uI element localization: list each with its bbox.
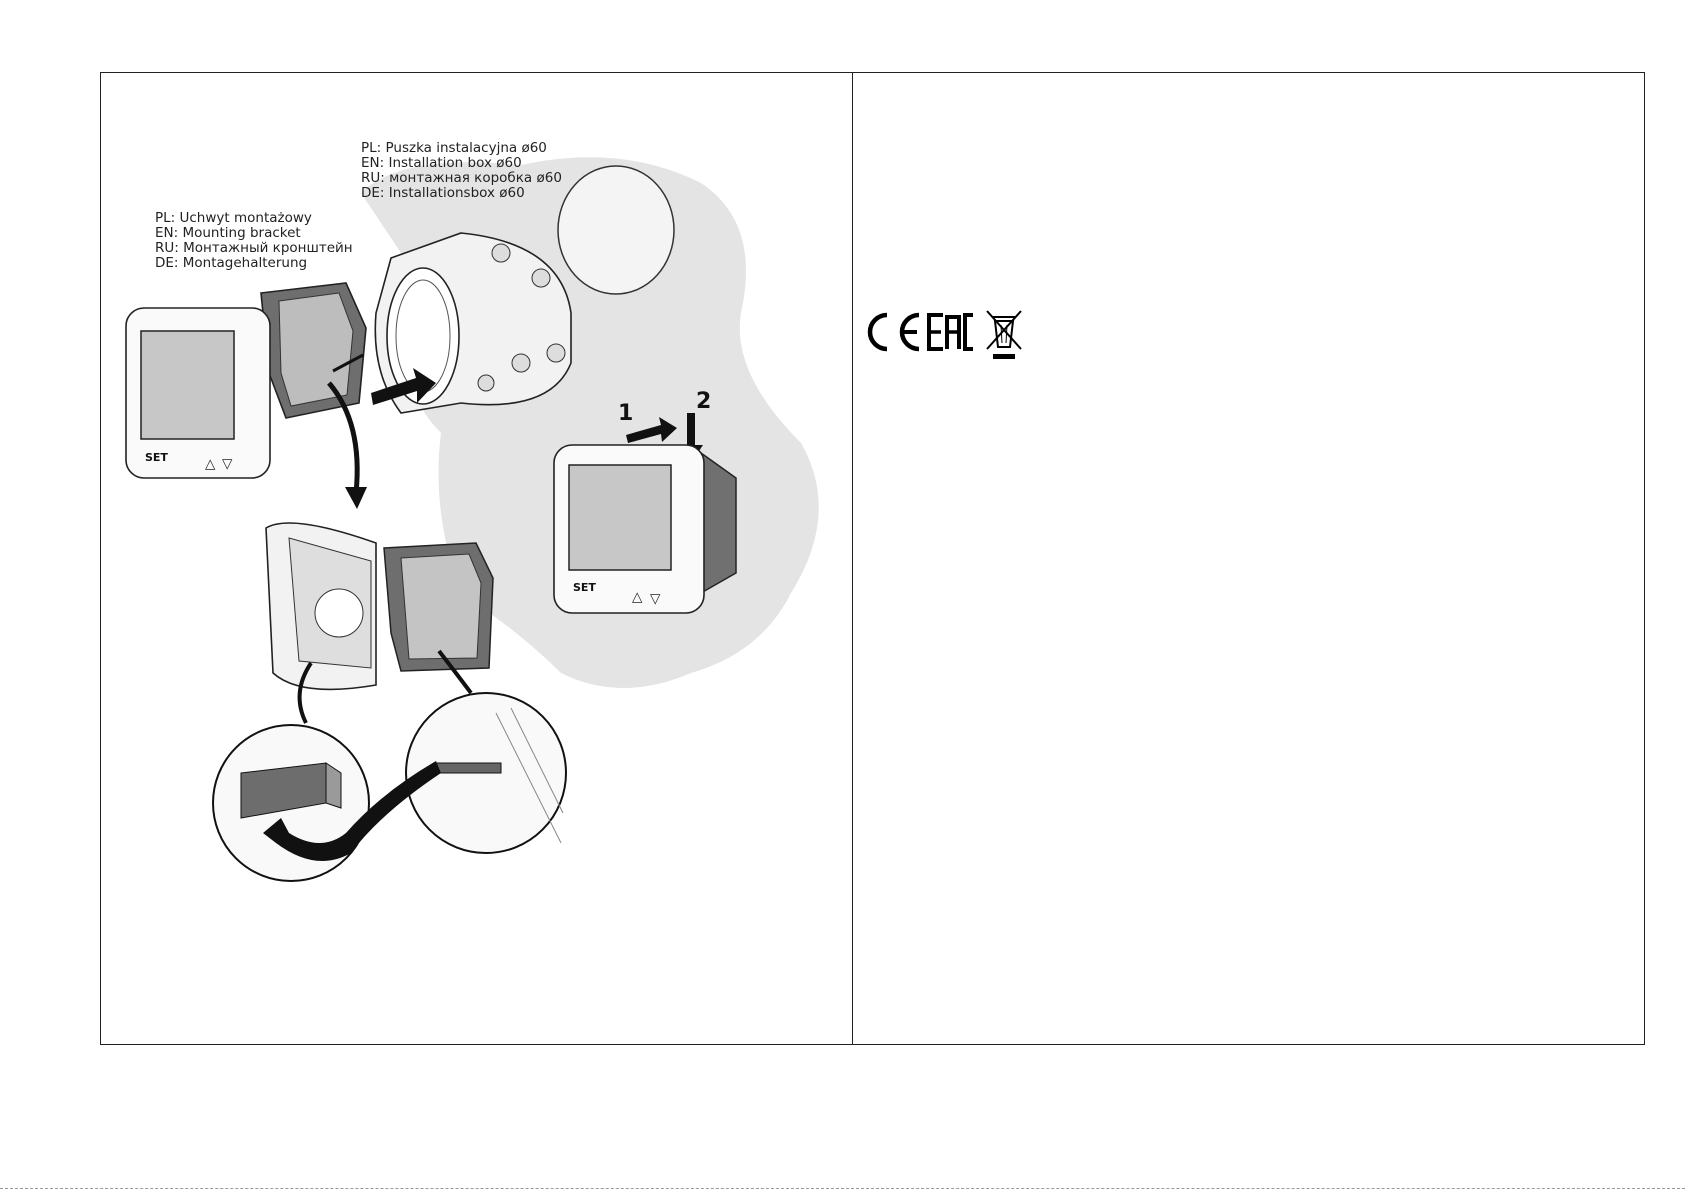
- page-edge-line: [0, 1188, 1685, 1189]
- thermostat-rear-assembly: [266, 523, 493, 689]
- installation-box-label-pl: PL: Puszka instalacyjna ø60: [361, 140, 547, 156]
- installation-box-label-de: DE: Installationsbox ø60: [361, 185, 525, 201]
- certification-marks: [865, 309, 1045, 369]
- thermostat-up-label: △: [205, 456, 216, 472]
- mounting-bracket-label-ru: RU: Монтажный кронштейн: [155, 240, 353, 256]
- certification-cell: [853, 73, 1644, 1044]
- page-frame: PL: Puszka instalacyjna ø60 EN: Installa…: [100, 72, 1645, 1045]
- mounting-bracket-label-de: DE: Montagehalterung: [155, 255, 307, 271]
- eac-mark: [929, 315, 973, 349]
- installation-diagram: PL: Puszka instalacyjna ø60 EN: Installa…: [101, 73, 852, 1043]
- mounted-set-label: SET: [573, 581, 596, 594]
- step-two-label: 2: [696, 389, 711, 414]
- installation-box-label-ru: RU: монтажная коробка ø60: [361, 170, 562, 186]
- thermostat-set-label: SET: [145, 451, 168, 464]
- thermostat-down-label: ▽: [222, 456, 233, 472]
- step-one-label: 1: [618, 401, 633, 426]
- installation-box-label-en: EN: Installation box ø60: [361, 155, 522, 171]
- mounting-bracket-drawing: [261, 283, 366, 418]
- mounting-bracket-label-pl: PL: Uchwyt montażowy: [155, 210, 312, 226]
- thermostat-mounted-right: SET △ ▽: [554, 445, 736, 613]
- installation-diagram-cell: PL: Puszka instalacyjna ø60 EN: Installa…: [101, 73, 852, 1044]
- thermostat-front-left: SET △ ▽: [126, 308, 270, 478]
- mounted-up-label: △: [632, 589, 643, 605]
- mounted-down-label: ▽: [650, 591, 661, 607]
- detail-circle-left: [213, 725, 369, 881]
- ce-mark: [870, 315, 919, 349]
- mounting-bracket-label-en: EN: Mounting bracket: [155, 225, 301, 241]
- mounting-bracket-label: PL: Uchwyt montażowy EN: Mounting bracke…: [155, 210, 353, 271]
- weee-crossed-bin-icon: [987, 311, 1021, 359]
- wall-cover-disk: [558, 166, 674, 294]
